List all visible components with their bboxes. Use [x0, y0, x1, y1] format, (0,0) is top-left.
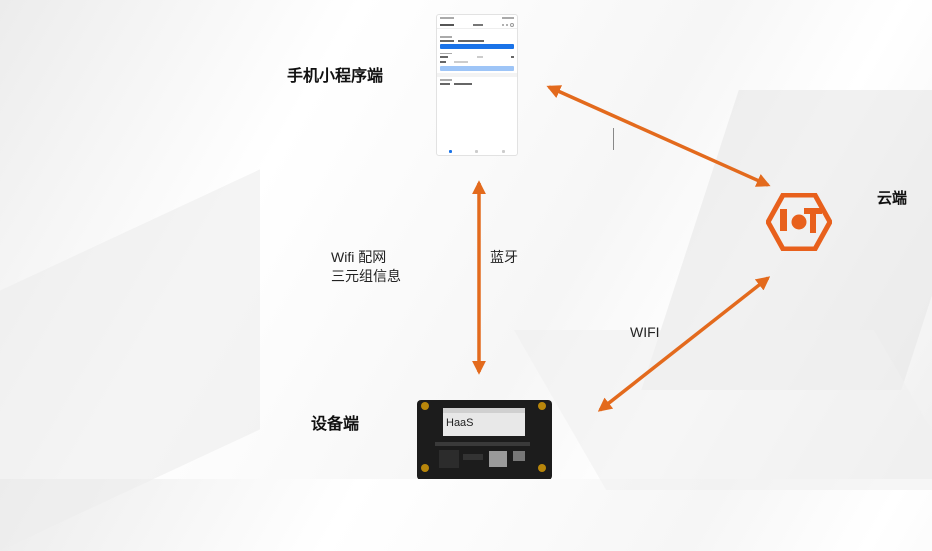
bluetooth-annotation: 蓝牙: [490, 249, 518, 265]
wifi-config-line1: Wifi 配网: [331, 249, 387, 265]
connection-arrows: [472, 85, 771, 412]
iot-cloud-logo-icon: [766, 193, 832, 251]
device-label: 设备端: [311, 416, 360, 433]
arrow-device-cloud: [597, 276, 771, 412]
phone-status-bar: [437, 15, 517, 22]
wifi-config-annotation: Wifi 配网 三元组信息: [331, 248, 401, 286]
phone-nav-bar: [437, 22, 517, 29]
wifi-annotation: WIFI: [630, 324, 660, 340]
phone-tab-icon: [502, 150, 506, 153]
phone-tab-icon: [475, 150, 479, 153]
mini-program-label: 手机小程序端: [287, 68, 384, 85]
phone-tab-bar: [437, 150, 517, 153]
wifi-config-line2: 三元组信息: [331, 268, 401, 284]
haas-device-board-icon: [417, 400, 552, 479]
arrow-phone-cloud: [546, 85, 771, 187]
phone-primary-button: [440, 43, 514, 49]
phone-mini-program-screenshot: [436, 14, 518, 156]
phone-tab-home-icon: [448, 150, 452, 153]
text-cursor: [613, 128, 614, 150]
phone-submit-button: [440, 66, 514, 71]
cloud-label: 云端: [877, 190, 908, 207]
board-brand-label: HaaS: [446, 417, 474, 429]
